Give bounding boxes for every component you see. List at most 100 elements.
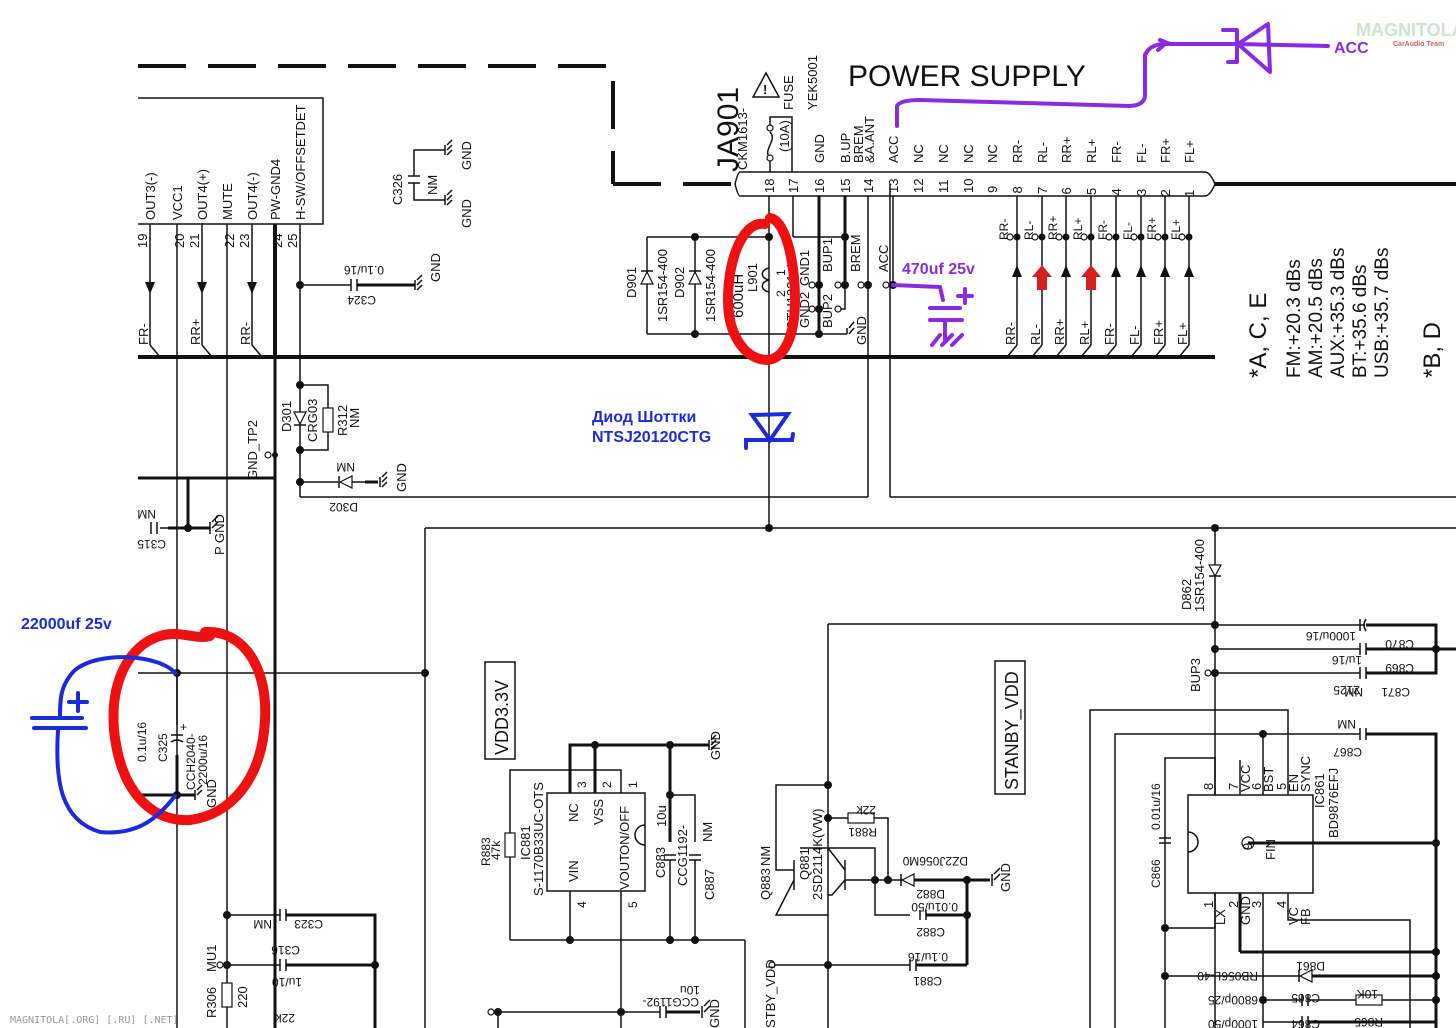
connector-pin-number: 16 [812,179,827,193]
connector-part: CKM1613- [735,108,750,170]
svg-text:NM: NM [253,917,272,931]
c325: + 0.1u/16 C325 CCH2040- 2200u/16 GND [135,669,219,808]
svg-text:C883: C883 [653,847,668,878]
ic881-pin-name: VSS [591,799,606,825]
svg-text:220: 220 [235,986,250,1008]
svg-text:BUP2: BUP2 [820,294,835,328]
amp-net-label: FR- [136,323,151,345]
ic861-pin-number: 6 [1249,783,1264,790]
svg-text:C866: C866 [1149,859,1163,888]
connector-pin-name: &A.ANT [862,116,877,163]
svg-text:CRG03: CRG03 [305,399,320,442]
ic881-pin-number: 1 [626,781,640,788]
connector-pin-name: FL- [1134,144,1149,164]
ic861-pin-name: FIN [1263,839,1278,860]
bus-entry [1006,344,1018,358]
svg-text:C871: C871 [1381,685,1410,699]
speaker-net-bottom: RR+ [1052,319,1067,345]
amp-pin-number: 21 [187,234,202,248]
ic861-pin-number: 4 [1274,901,1289,908]
svg-text:GND: GND [459,141,474,170]
svg-text:C325: C325 [156,733,170,762]
svg-text:IC861: IC861 [1312,773,1327,808]
svg-text:GND: GND [708,731,723,760]
connector-pin-number: 14 [861,179,876,193]
svg-text:2125: 2125 [1333,683,1360,697]
vdd33-label: VDD3.3V [492,680,512,755]
arrow-down-icon [247,282,257,294]
svg-text:6800p/25: 6800p/25 [1208,993,1258,1007]
svg-text:GND1: GND1 [797,250,812,286]
mute-section: NM C323 C316 1u/10 MU1 R306 220 22k [204,909,379,1028]
ic881-pin-name: ON/OFF [617,806,632,855]
connector-pin-name: RL- [1035,142,1050,163]
svg-text:22k: 22k [856,803,876,817]
amp-net-label: RR- [238,322,253,345]
test-point [1105,233,1113,241]
bus-entry [1154,344,1166,358]
amp-pin-name: OUT3(-) [143,172,158,220]
schottky-diode-annotation: Диод Шоттки NTSJ20120CTG [592,409,795,450]
amp-pin-number: 19 [135,234,150,248]
bus-entry [1031,344,1043,358]
svg-text:GND2: GND2 [797,292,812,328]
svg-text:CCG1192-: CCG1192- [675,825,690,886]
speaker-net-bottom: RR- [1003,322,1018,345]
arrow-down-icon [145,282,155,294]
connector-pin-name: NC [911,144,926,163]
connector-ref: JA901 [712,87,745,172]
l901-d901-d902: D901 1SR154-400 D902 1SR154-400 600uH L9… [624,196,897,528]
svg-text:D882: D882 [916,887,945,901]
ic861-pin-number: 8 [1201,783,1216,790]
amp-pin-name: OUT4(-) [245,172,260,220]
svg-text:1u/10: 1u/10 [272,975,302,989]
svg-text:22k: 22k [275,1011,295,1025]
svg-text:GND: GND [998,863,1013,892]
speaker-net-bottom: RL- [1028,324,1043,345]
connector-pin-name: FR- [1109,141,1124,163]
amp-pin-number: 25 [285,234,300,248]
amp-net-label: RR+ [188,319,203,345]
svg-text:0.01u/16: 0.01u/16 [1149,783,1163,830]
ic861-pin-name: LX [1213,909,1228,925]
svg-text:IC881: IC881 [518,825,533,860]
svg-text:C324: C324 [347,293,376,307]
svg-text:2SD2114K(VW): 2SD2114K(VW) [810,808,825,900]
svg-text:!: ! [763,82,767,97]
ic861-pin-number: 3 [1249,901,1264,908]
svg-text:Q881: Q881 [797,848,812,880]
svg-text:0.1u/16: 0.1u/16 [135,722,149,762]
connector-pin-number: 6 [1059,187,1074,194]
standby-section: STANBY_VDD 22k R881 GND DZ2J056M0 D882 0… [758,623,1215,1028]
svg-text:1u/16: 1u/16 [1332,653,1362,667]
amp-pin-number: 22 [222,234,237,248]
svg-text:*B, D: *B, D [1419,322,1446,378]
svg-text:DZ2J056M0: DZ2J056M0 [902,854,968,868]
bus-entry [1080,344,1092,358]
connector-pin-name: GND [812,134,827,163]
connector-pin-number: 7 [1035,187,1050,194]
svg-text:RB056L-40: RB056L-40 [1197,969,1258,983]
page-title: POWER SUPPLY [848,60,1086,93]
svg-text:BD9876EFJ: BD9876EFJ [1326,768,1341,838]
test-point [1130,233,1138,241]
svg-text:D901: D901 [624,267,639,298]
bus-entry [1105,344,1117,358]
svg-text:R881: R881 [848,825,877,839]
connector-pin-number: 15 [838,179,853,193]
bus-entry [1130,344,1142,358]
connector-pin-number: 11 [936,180,951,194]
svg-text:D861: D861 [1296,959,1325,973]
svg-text:NM: NM [1337,717,1356,731]
arrow-up-icon [1012,265,1022,277]
svg-text:2: 2 [774,290,788,297]
amp-ic: OUT3(-)19FR-VCC120OUT4(+)21RR+MUTE22OUT4… [135,97,324,1028]
connector-pin-number: 1 [1182,190,1197,197]
speaker-net-top: RL+ [1071,218,1085,240]
svg-text:GND: GND [394,463,409,492]
svg-text:BUP3: BUP3 [1188,658,1203,692]
amp-pin-name: MUTE [220,183,235,220]
svg-text:C864: C864 [1291,1017,1320,1028]
